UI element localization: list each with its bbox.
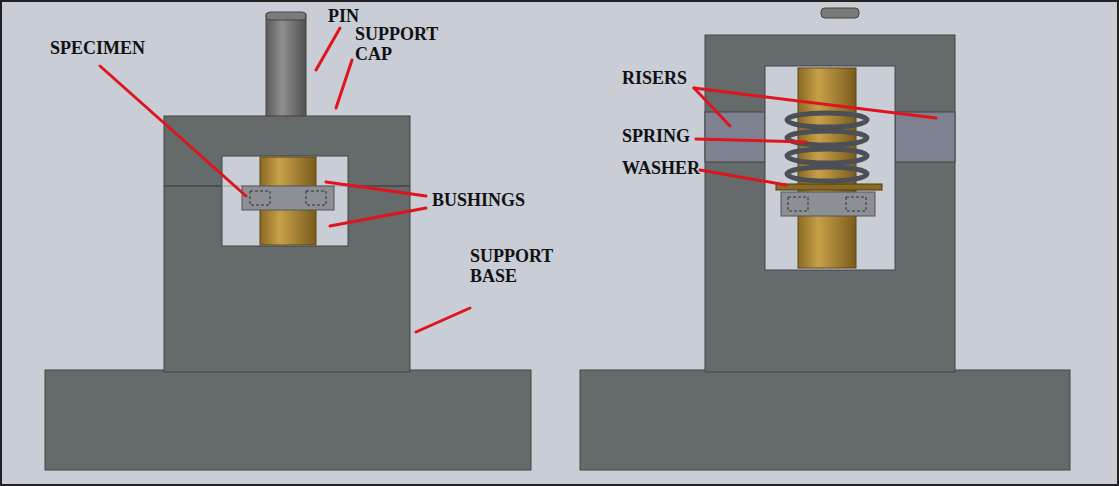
part-label: BUSHINGS	[432, 190, 552, 210]
left-assembly	[45, 12, 531, 470]
part-label: SPRING	[622, 126, 712, 146]
part-label: SPECIMEN	[50, 38, 180, 58]
part-label: RISERS	[622, 68, 712, 88]
leader-lines	[100, 28, 936, 332]
part-label: WASHER	[622, 158, 712, 178]
part-label: PIN	[328, 6, 388, 26]
spring-coil	[787, 149, 867, 163]
part-label: SUPPORT BASE	[470, 246, 560, 286]
spring-coil	[787, 167, 867, 181]
right-assembly	[580, 8, 1070, 470]
spring-coil	[787, 113, 867, 127]
part-label: SUPPORT CAP	[355, 24, 455, 64]
